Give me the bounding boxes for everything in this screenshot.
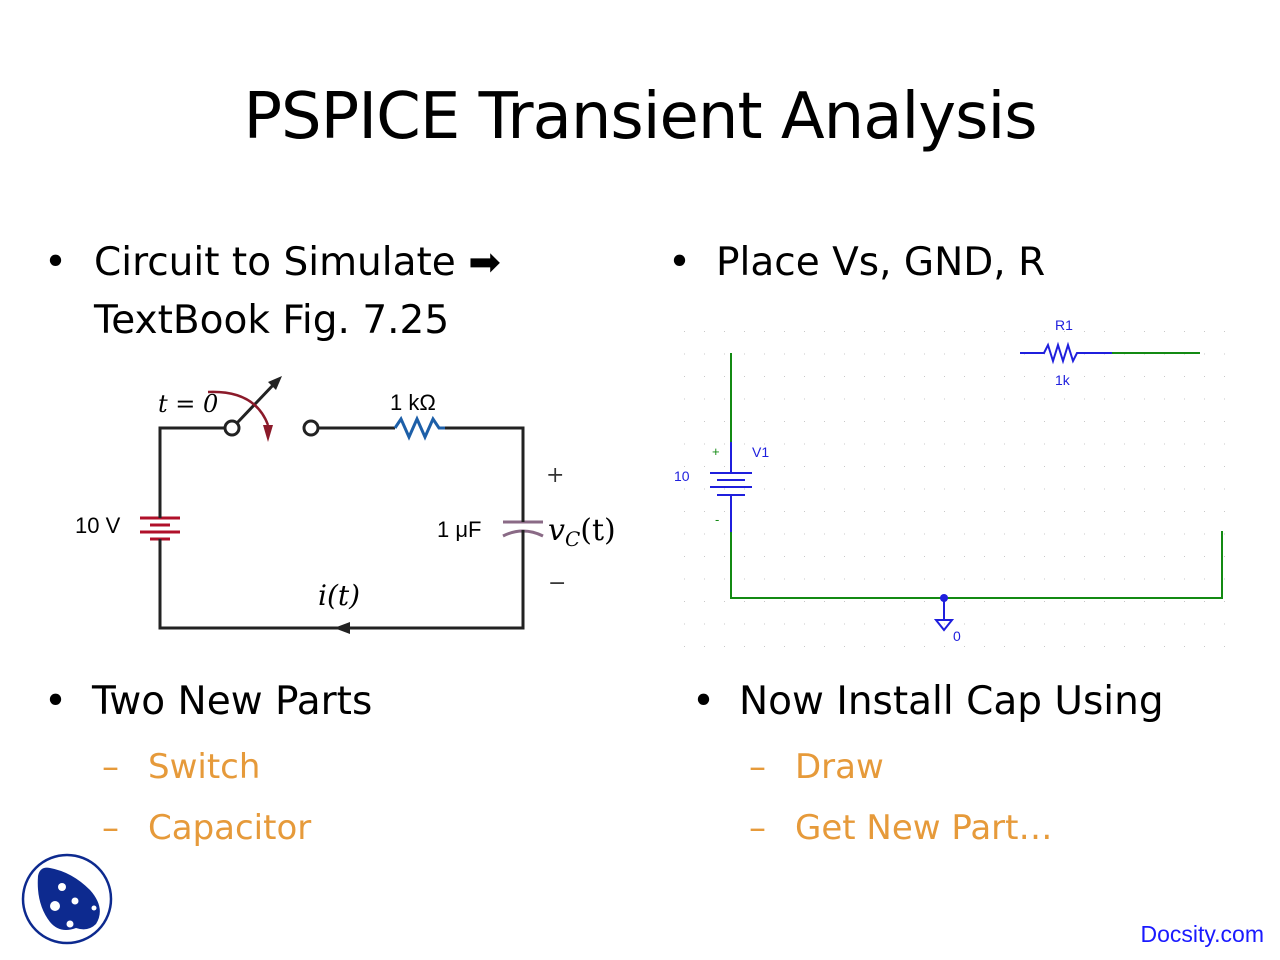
current-arrow-icon bbox=[334, 622, 350, 634]
switch-terminal-icon bbox=[223, 419, 241, 437]
capacitor-label: 1 μF bbox=[437, 517, 481, 542]
voltage-source-v1-icon[interactable] bbox=[710, 442, 752, 532]
bullet-marker: • bbox=[44, 679, 68, 724]
sub-bullet-switch: –Switch bbox=[102, 737, 260, 798]
r1-value: 1k bbox=[1055, 372, 1071, 388]
docsity-logo-icon bbox=[21, 853, 113, 945]
switch-arrow-icon bbox=[207, 390, 270, 426]
sub-bullet-capacitor: –Capacitor bbox=[102, 798, 311, 859]
bullet-place-parts: • Place Vs, GND, R bbox=[668, 234, 1045, 292]
switch-label: t = 0 bbox=[158, 390, 218, 418]
schematic-grid bbox=[680, 310, 1240, 650]
bullet-text-line1: Circuit to Simulate ➡ bbox=[94, 240, 501, 285]
r1-name: R1 bbox=[1055, 317, 1073, 333]
sub-marker: – bbox=[102, 747, 119, 787]
ground-label: 0 bbox=[953, 628, 961, 644]
sub-bullet-get-new-part: –Get New Part… bbox=[749, 798, 1053, 859]
wires bbox=[730, 352, 1223, 599]
current-label: i(t) bbox=[318, 579, 360, 612]
plus-label: + bbox=[546, 463, 564, 488]
resistor-label: 1 kΩ bbox=[390, 390, 436, 415]
slide-title: PSPICE Transient Analysis bbox=[243, 80, 1037, 154]
minus-label: − bbox=[548, 571, 566, 596]
bullet-text-line1: Now Install Cap Using bbox=[739, 679, 1164, 724]
v1-value: 10 bbox=[674, 468, 690, 484]
v1-plus: + bbox=[712, 444, 720, 459]
bullet-two-new-parts: • Two New Parts bbox=[44, 673, 372, 731]
textbook-circuit-diagram: t = 0 1 kΩ 10 V 1 μF vC(t) + − i(t) bbox=[75, 376, 616, 634]
bullet-marker: • bbox=[44, 240, 68, 285]
bullet-install-cap: • Now Install Cap Using bbox=[692, 673, 1164, 731]
sub-marker: – bbox=[102, 808, 119, 848]
battery-icon bbox=[140, 516, 180, 541]
voltage-label: vC(t) bbox=[548, 513, 616, 551]
bullet-text-line1: Two New Parts bbox=[92, 679, 373, 724]
v1-minus: - bbox=[715, 512, 719, 527]
junction-dot-icon bbox=[940, 594, 948, 602]
switch-terminal-icon bbox=[302, 419, 320, 437]
sub-bullet-draw: –Draw bbox=[749, 737, 884, 798]
bullet-circuit-to-simulate: • Circuit to Simulate ➡ TextBook Fig. 7.… bbox=[44, 234, 501, 350]
source-label: 10 V bbox=[75, 513, 121, 538]
sub-text: Draw bbox=[795, 747, 884, 787]
pspice-schematic: R1 1k V1 10 + - 0 bbox=[674, 310, 1240, 650]
sub-text: Get New Part… bbox=[795, 808, 1053, 848]
bullet-text-line1: Place Vs, GND, R bbox=[716, 240, 1046, 285]
sub-marker: – bbox=[749, 747, 766, 787]
switch-blade-icon bbox=[235, 380, 278, 425]
v1-name: V1 bbox=[752, 444, 769, 460]
resistor-icon bbox=[393, 415, 445, 441]
sub-text: Switch bbox=[148, 747, 261, 787]
resistor-r1-icon[interactable] bbox=[1020, 341, 1112, 365]
sub-text: Capacitor bbox=[148, 808, 312, 848]
bullet-text-line2: TextBook Fig. 7.25 bbox=[94, 298, 450, 343]
sub-marker: – bbox=[749, 808, 766, 848]
docsity-watermark-link[interactable]: Docsity.com bbox=[1140, 921, 1264, 947]
bullet-marker: • bbox=[692, 679, 716, 724]
bullet-marker: • bbox=[668, 240, 692, 285]
